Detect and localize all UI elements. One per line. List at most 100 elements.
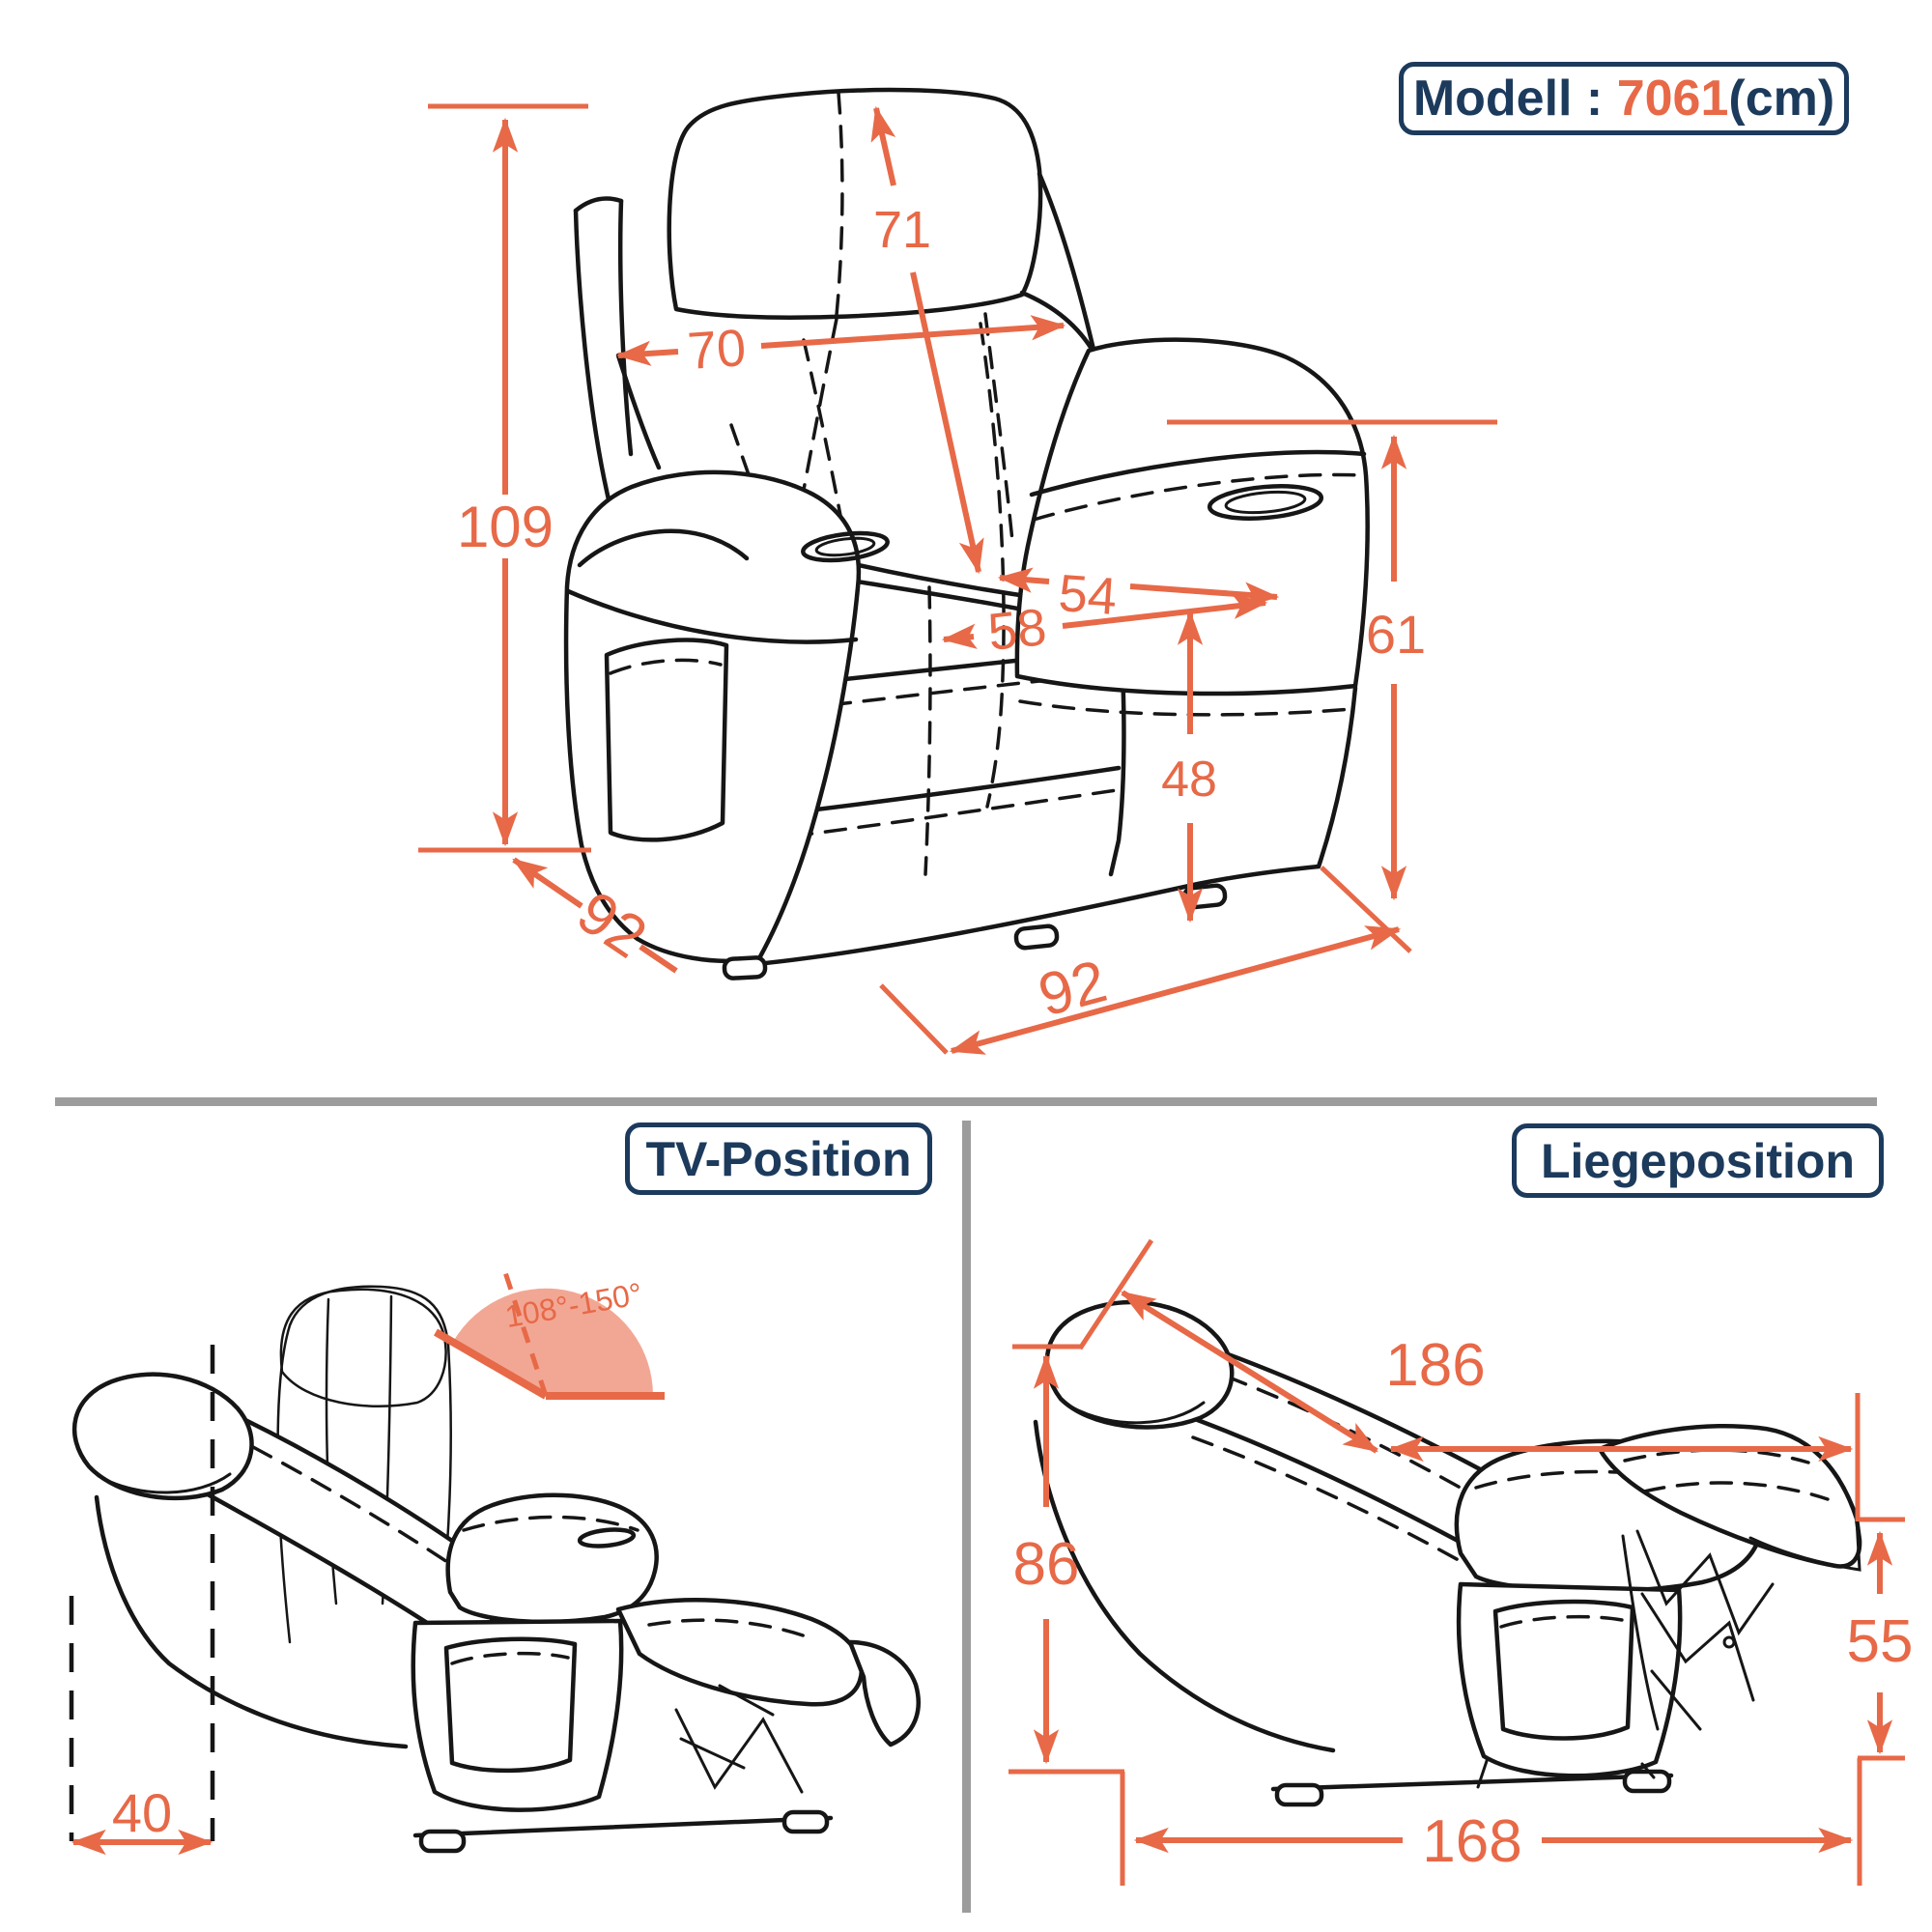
lying-view: 186 86 55 168 (1009, 1238, 1914, 1886)
dimension-footrest-height: 55 (1847, 1517, 1914, 1761)
dimension-label-86: 86 (1013, 1531, 1080, 1598)
dimension-line (910, 271, 984, 575)
angle-max-ray (433, 1328, 549, 1400)
dimension-label-92-width: 92 (1032, 948, 1113, 1029)
armrest-right-bottom-dash (1018, 699, 1354, 717)
dimension-line (760, 315, 1066, 349)
cupholder-right-inner-icon (1224, 490, 1307, 515)
dimension-label-40: 40 (112, 1782, 172, 1843)
dimension-total-length: 186 (1012, 1238, 1861, 1521)
backrest-seam-4 (979, 322, 1006, 809)
dimension-seat-height: 48 (1161, 610, 1217, 923)
dimension-label-58: 58 (985, 598, 1049, 662)
lg-pocket (1492, 1599, 1635, 1741)
tv-view: 108°-150° 40 (69, 1271, 921, 1856)
dimension-label-54: 54 (1057, 564, 1119, 626)
tv-footrest-dash (647, 1618, 813, 1640)
dimension-total-height: 109 (418, 103, 591, 853)
tv-position-title: TV-Position (645, 1131, 912, 1186)
main-view: 109 92 92 70 71 (418, 87, 1497, 1055)
tv-foot-left (418, 1829, 467, 1854)
extension-line (879, 983, 949, 1055)
dimension-backrest-length: 71 (870, 105, 984, 575)
lg-foot-left (1274, 1782, 1324, 1807)
lg-backrest-rear-face (1033, 1419, 1336, 1753)
dimension-line (639, 944, 678, 974)
dimension-line (949, 925, 1402, 1055)
lg-foot-right (1622, 1769, 1672, 1794)
backrest-right-bolster-inner (1019, 290, 1097, 356)
vertical-divider (962, 1121, 971, 1913)
dimension-label-186: 186 (1385, 1332, 1485, 1399)
lg-foot-tip (1748, 1517, 1861, 1572)
dimension-label-70: 70 (686, 319, 748, 381)
cupholder-right-icon (1207, 484, 1324, 521)
angle-min-ray (502, 1271, 549, 1397)
dimension-line (941, 623, 978, 649)
tv-headrest (71, 1372, 254, 1501)
cupholder-left-icon (801, 530, 890, 563)
backrest-top-cap (573, 196, 624, 213)
dimension-floor-length: 168 (1133, 1758, 1862, 1886)
dimension-seat-depth: 58 (941, 593, 1268, 662)
tv-backrest-rear-face (94, 1494, 409, 1749)
dimension-backrest-width: 70 (615, 315, 1066, 381)
tv-pocket (443, 1636, 578, 1774)
liegeposition-title: Liegeposition (1541, 1133, 1855, 1188)
dimension-label-61: 61 (1366, 604, 1426, 665)
tv-foot-tip (847, 1639, 921, 1747)
tv-armrest-dash (462, 1515, 639, 1532)
tv-position-title-box: TV-Position (625, 1122, 932, 1195)
dimension-line (1121, 1290, 1378, 1454)
dimension-line (997, 567, 1050, 593)
headrest (667, 87, 1043, 320)
tv-headrest-seam (97, 1472, 232, 1494)
front-panel-center-seam (923, 585, 932, 876)
lg-pocket-seam (1499, 1614, 1629, 1629)
model-title-box: Modell : 7061(cm) (1399, 62, 1849, 135)
backrest-left-edge-inner (617, 198, 634, 457)
dimension-label-109: 109 (457, 495, 554, 559)
backrest-seam-2 (983, 312, 1014, 543)
lg-mech-joint (1722, 1635, 1736, 1649)
backrest-left-edge (573, 208, 611, 502)
lg-base-rail (1270, 1773, 1674, 1792)
model-number: 7061 (1616, 71, 1729, 127)
side-pocket (604, 638, 729, 842)
model-unit: (cm) (1728, 71, 1835, 127)
foot-left (722, 955, 768, 980)
tv-foot-right (781, 1809, 830, 1834)
armrest-right-top-dash (1032, 472, 1364, 522)
tv-base-rail (412, 1815, 834, 1838)
armrest-left-back-cushion (577, 528, 750, 568)
dimension-backrest-height: 86 (1009, 1353, 1125, 1886)
liegeposition-title-box: Liegeposition (1512, 1123, 1884, 1198)
tv-cupholder-icon (577, 1527, 637, 1548)
tv-backrest-dash-1 (251, 1445, 509, 1605)
armrest-right-top-seam (1029, 449, 1367, 497)
dimension-label-55: 55 (1847, 1608, 1914, 1675)
dimension-label-48: 48 (1161, 752, 1217, 808)
lg-support (1476, 1756, 1656, 1789)
floor-front-edge (733, 864, 1321, 969)
dimension-line (870, 105, 896, 186)
armrest-left-seam (565, 588, 859, 644)
lg-footrest-dash-2 (1642, 1481, 1830, 1501)
recline-angle-icon: 108°-150° (433, 1271, 665, 1400)
dimension-label-71: 71 (873, 201, 931, 259)
dimension-wall-clearance: 40 (69, 1345, 215, 1856)
tv-pocket-seam (450, 1651, 570, 1665)
dimension-line (615, 340, 679, 366)
dimension-line (1062, 593, 1268, 629)
ghost-headrest (279, 1288, 447, 1407)
backrest-left-bolster (615, 353, 662, 470)
dimension-armrest-height: 61 (1167, 419, 1497, 901)
headrest-seam (835, 91, 844, 317)
armrest-right (1014, 337, 1370, 696)
model-label: Modell : (1412, 71, 1617, 127)
dimension-line (512, 857, 583, 909)
side-pocket-seam (609, 658, 723, 675)
tv-mechanism (674, 1684, 804, 1794)
